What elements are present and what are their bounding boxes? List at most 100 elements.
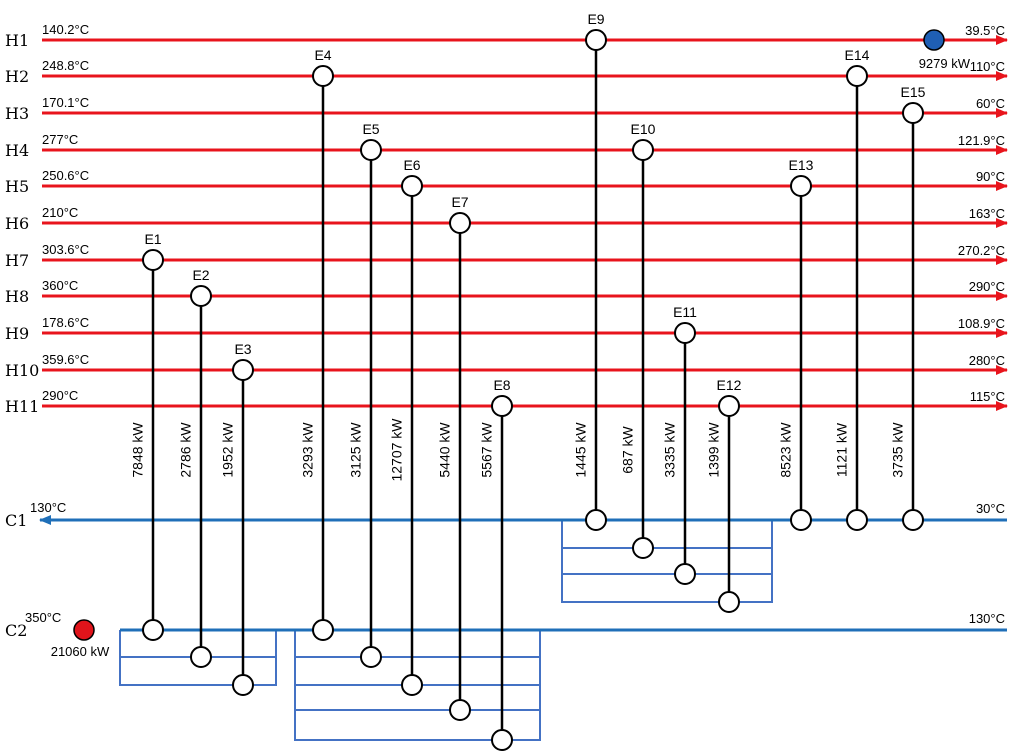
- hot-stream-name-h11: H11: [5, 397, 39, 416]
- hot-stream-inlet-temp: 359.6°C: [42, 352, 89, 367]
- c1-split-outline: [561, 520, 773, 603]
- cold-stream-inlet-temp: 130°C: [969, 611, 1005, 626]
- exchanger-hot-node-e8: [491, 395, 513, 417]
- exchanger-duty-e11: 3335 kW: [662, 422, 678, 478]
- hot-stream-name-h3: H3: [5, 104, 29, 123]
- exchanger-cold-node-e4: [312, 619, 334, 641]
- hot-stream-outlet-temp: 290°C: [969, 279, 1005, 294]
- exchanger-duty-e3: 1952 kW: [220, 422, 236, 478]
- exchanger-cold-node-e10: [632, 537, 654, 559]
- exchanger-duty-e7: 5440 kW: [437, 422, 453, 478]
- exchanger-label-e13: E13: [789, 157, 814, 173]
- hot-stream-name-h5: H5: [5, 177, 29, 196]
- hot-stream-outlet-temp: 115°C: [970, 389, 1005, 404]
- exchanger-label-e12: E12: [717, 377, 742, 393]
- hot-stream-inlet-temp: 250.6°C: [42, 168, 89, 183]
- exchanger-cold-node-e12: [718, 591, 740, 613]
- cooler-node-h1: [923, 29, 945, 51]
- exchanger-hot-node-e10: [632, 139, 654, 161]
- cooler-duty: 9279 kW: [919, 56, 971, 71]
- heater-duty: 21060 kW: [51, 644, 110, 659]
- hot-stream-name-h2: H2: [5, 67, 29, 86]
- exchanger-duty-e6: 12707 kW: [389, 418, 405, 482]
- hot-stream-name-h9: H9: [5, 324, 29, 343]
- exchanger-cold-node-e8: [491, 729, 513, 751]
- hot-stream-inlet-temp: 178.6°C: [42, 315, 89, 330]
- exchanger-label-e5: E5: [362, 121, 379, 137]
- exchanger-links: [151, 40, 915, 740]
- hot-stream-inlet-temp: 290°C: [42, 388, 78, 403]
- exchanger-label-e8: E8: [493, 377, 510, 393]
- exchanger-cold-node-e5: [360, 646, 382, 668]
- exchanger-hot-node-e2: [190, 285, 212, 307]
- exchanger-duty-e14: 1121 kW: [834, 422, 850, 477]
- exchanger-hot-node-e9: [585, 29, 607, 51]
- exchanger-cold-node-e14: [846, 509, 868, 531]
- exchanger-duty-e5: 3125 kW: [348, 422, 364, 478]
- cold-stream-inlet-temp: 30°C: [976, 501, 1005, 516]
- exchanger-label-e15: E15: [901, 84, 926, 100]
- exchanger-duty-e2: 2786 kW: [178, 422, 194, 478]
- hot-stream-outlet-temp: 270.2°C: [958, 243, 1005, 258]
- exchanger-label-e11: E11: [673, 304, 697, 320]
- hot-stream-outlet-temp: 108.9°C: [958, 316, 1005, 331]
- exchanger-label-e3: E3: [234, 341, 251, 357]
- hot-stream-outlet-temp: 39.5°C: [965, 23, 1005, 38]
- exchanger-cold-node-e11: [674, 563, 696, 585]
- exchanger-hot-node-e14: [846, 65, 868, 87]
- hot-stream-name-h4: H4: [5, 141, 29, 160]
- hot-stream-inlet-temp: 170.1°C: [42, 95, 89, 110]
- hot-stream-outlet-temp: 280°C: [969, 353, 1005, 368]
- exchanger-label-e10: E10: [631, 121, 656, 137]
- exchanger-cold-node-e9: [585, 509, 607, 531]
- hot-stream-outlet-temp: 121.9°C: [958, 133, 1005, 148]
- exchanger-hot-node-e1: [142, 249, 164, 271]
- exchanger-label-e7: E7: [451, 194, 468, 210]
- exchanger-duty-e10: 687 kW: [620, 425, 636, 473]
- hot-stream-outlet-temp: 60°C: [976, 96, 1005, 111]
- hot-stream-name-h10: H10: [5, 361, 39, 380]
- exchanger-label-e1: E1: [144, 231, 161, 247]
- exchanger-duty-e13: 8523 kW: [778, 422, 794, 478]
- hot-stream-outlet-temp: 110°C: [970, 59, 1005, 74]
- hot-stream-name-h1: H1: [5, 31, 29, 50]
- exchanger-hot-node-e7: [449, 212, 471, 234]
- streams: [39, 35, 1008, 632]
- hot-stream-inlet-temp: 248.8°C: [42, 58, 89, 73]
- labels: H1 140.2°C 39.5°C H2 248.8°C 110°C H3 170.1°C 60…: [5, 11, 1005, 659]
- exchanger-duty-e8: 5567 kW: [479, 422, 495, 478]
- cold-stream-outlet-temp: 130°C: [30, 500, 66, 515]
- hot-stream-inlet-temp: 140.2°C: [42, 22, 89, 37]
- exchanger-duty-e15: 3735 kW: [890, 422, 906, 478]
- exchanger-hot-node-e11: [674, 322, 696, 344]
- hot-stream-inlet-temp: 360°C: [42, 278, 78, 293]
- exchanger-label-e14: E14: [845, 47, 870, 63]
- exchanger-hot-node-e5: [360, 139, 382, 161]
- exchanger-hot-node-e4: [312, 65, 334, 87]
- heater-node-c2: [73, 619, 95, 641]
- exchanger-duty-e12: 1399 kW: [706, 422, 722, 478]
- exchanger-hot-node-e6: [401, 175, 423, 197]
- cold-stream-name-c2: C2: [5, 621, 27, 640]
- exchanger-cold-node-e3: [232, 674, 254, 696]
- exchanger-hot-node-e3: [232, 359, 254, 381]
- cold-stream-outlet-temp: 350°C: [25, 610, 61, 625]
- hot-stream-inlet-temp: 303.6°C: [42, 242, 89, 257]
- exchanger-cold-node-e13: [790, 509, 812, 531]
- exchanger-label-e4: E4: [314, 47, 331, 63]
- hot-stream-inlet-temp: 210°C: [42, 205, 78, 220]
- hot-stream-name-h8: H8: [5, 287, 29, 306]
- exchanger-cold-node-e2: [190, 646, 212, 668]
- hot-stream-name-h7: H7: [5, 251, 29, 270]
- exchanger-cold-node-e6: [401, 674, 423, 696]
- exchanger-nodes: [73, 29, 945, 751]
- hot-stream-outlet-temp: 90°C: [976, 169, 1005, 184]
- exchanger-label-e9: E9: [587, 11, 604, 27]
- exchanger-duty-e9: 1445 kW: [573, 422, 589, 478]
- hot-stream-outlet-temp: 163°C: [969, 206, 1005, 221]
- hot-stream-inlet-temp: 277°C: [42, 132, 78, 147]
- exchanger-duty-e4: 3293 kW: [300, 422, 316, 478]
- exchanger-hot-node-e12: [718, 395, 740, 417]
- exchanger-duty-e1: 7848 kW: [130, 422, 146, 478]
